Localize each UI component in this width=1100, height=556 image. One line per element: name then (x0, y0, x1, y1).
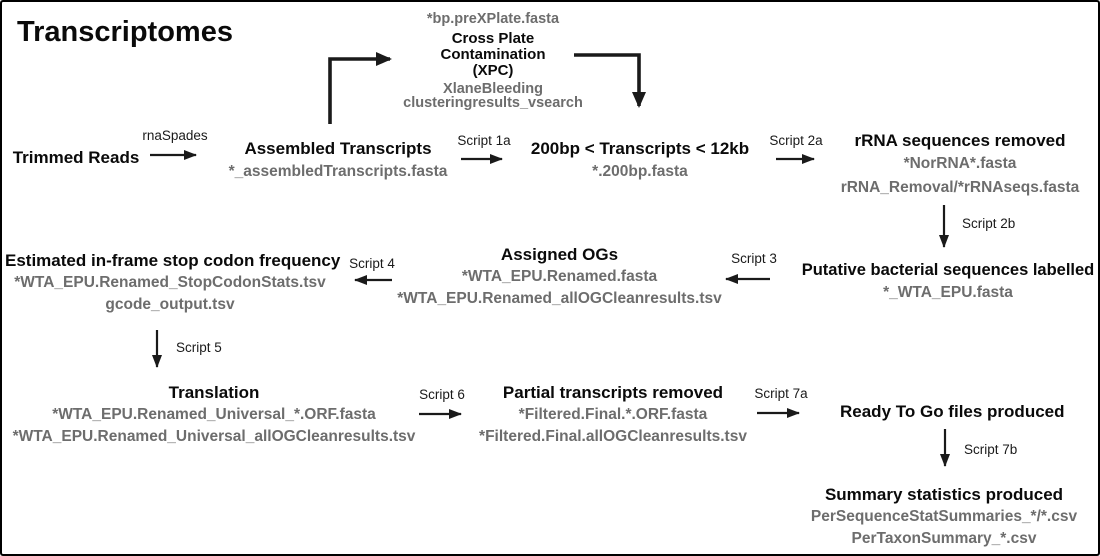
xpc-label-line2: Contamination (440, 46, 546, 63)
node-file: *Filtered.Final.*.ORF.fasta (518, 406, 708, 423)
node-label: Estimated in-frame stop codon frequency (5, 251, 341, 270)
edge-label-script-3: Script 3 (731, 251, 777, 266)
page-title: Transcriptomes (17, 16, 233, 48)
edge-label-script-6: Script 6 (419, 387, 465, 402)
node-size-filter: 200bp < Transcripts < 12kb *.200bp.fasta (527, 138, 753, 184)
node-translation: Translation *WTA_EPU.Renamed_Universal_*… (8, 382, 420, 448)
node-label: Summary statistics produced (824, 485, 1064, 504)
node-cross-plate-contamination: *bp.preXPlate.fasta Cross Plate Contamin… (387, 11, 599, 110)
node-label: rRNA sequences removed (854, 131, 1066, 150)
node-label: Assembled Transcripts (244, 139, 432, 158)
node-bacterial-labelled: Putative bacterial sequences labelled *_… (800, 259, 1096, 305)
node-file: gcode_output.tsv (105, 296, 235, 313)
xpc-label-line1: Cross Plate (451, 30, 535, 47)
node-label: Partial transcripts removed (502, 383, 724, 402)
node-label: Putative bacterial sequences labelled (801, 261, 1095, 279)
node-file: *.200bp.fasta (592, 163, 688, 180)
edge-label-script-7a: Script 7a (754, 386, 808, 401)
node-file: *WTA_EPU.Renamed_StopCodonStats.tsv (14, 274, 326, 291)
xpc-label-line3: (XPC) (472, 62, 514, 79)
edge-label-script-7b: Script 7b (964, 442, 1018, 457)
node-file: *WTA_EPU.Renamed_Universal_*.ORF.fasta (52, 406, 376, 423)
edge-label-script-5: Script 5 (176, 340, 222, 355)
node-label: Assigned OGs (500, 245, 619, 264)
node-file: rRNA_Removal/*rRNAseqs.fasta (840, 179, 1080, 196)
arrow-assembled-to-xpc (328, 52, 392, 124)
edge-label-rnaspades: rnaSpades (142, 128, 208, 143)
node-file: PerTaxonSummary_*.csv (851, 530, 1037, 547)
xpc-input-file: *bp.preXPlate.fasta (426, 11, 560, 27)
node-label: Trimmed Reads (12, 148, 140, 167)
node-label: Ready To Go files produced (840, 402, 1065, 421)
node-stop-codon-frequency: Estimated in-frame stop codon frequency … (5, 250, 341, 316)
xpc-output-file-1: XlaneBleeding (443, 81, 543, 97)
node-file: *WTA_EPU.Renamed_allOGCleanresults.tsv (397, 290, 722, 307)
xpc-output-file-2: clusteringresults_vsearch (403, 95, 583, 111)
node-partial-removed: Partial transcripts removed *Filtered.Fi… (465, 382, 761, 448)
node-file: *NorRNA*.fasta (903, 155, 1017, 172)
node-file: *WTA_EPU.Renamed_Universal_allOGCleanres… (12, 428, 416, 445)
edge-label-script-1a: Script 1a (457, 133, 511, 148)
edge-label-script-2b: Script 2b (962, 216, 1016, 231)
node-summary-statistics: Summary statistics produced PerSequenceS… (798, 484, 1090, 550)
edge-label-script-2a: Script 2a (769, 133, 823, 148)
node-rrna-removed: rRNA sequences removed *NorRNA*.fasta rR… (825, 130, 1095, 200)
node-file: PerSequenceStatSummaries_*/*.csv (810, 508, 1078, 525)
node-label: 200bp < Transcripts < 12kb (530, 139, 750, 158)
node-file: *_assembledTranscripts.fasta (228, 163, 448, 180)
node-assembled-transcripts: Assembled Transcripts *_assembledTranscr… (214, 138, 462, 184)
node-assigned-ogs: Assigned OGs *WTA_EPU.Renamed.fasta *WTA… (387, 244, 732, 310)
node-file: *WTA_EPU.Renamed.fasta (461, 268, 658, 285)
node-file: *_WTA_EPU.fasta (883, 284, 1013, 301)
node-label: Translation (168, 383, 260, 402)
node-file: *Filtered.Final.allOGCleanresults.tsv (479, 428, 747, 445)
node-ready-to-go: Ready To Go files produced (840, 401, 1065, 423)
node-trimmed-reads: Trimmed Reads (10, 147, 142, 169)
edge-label-script-4: Script 4 (349, 256, 395, 271)
